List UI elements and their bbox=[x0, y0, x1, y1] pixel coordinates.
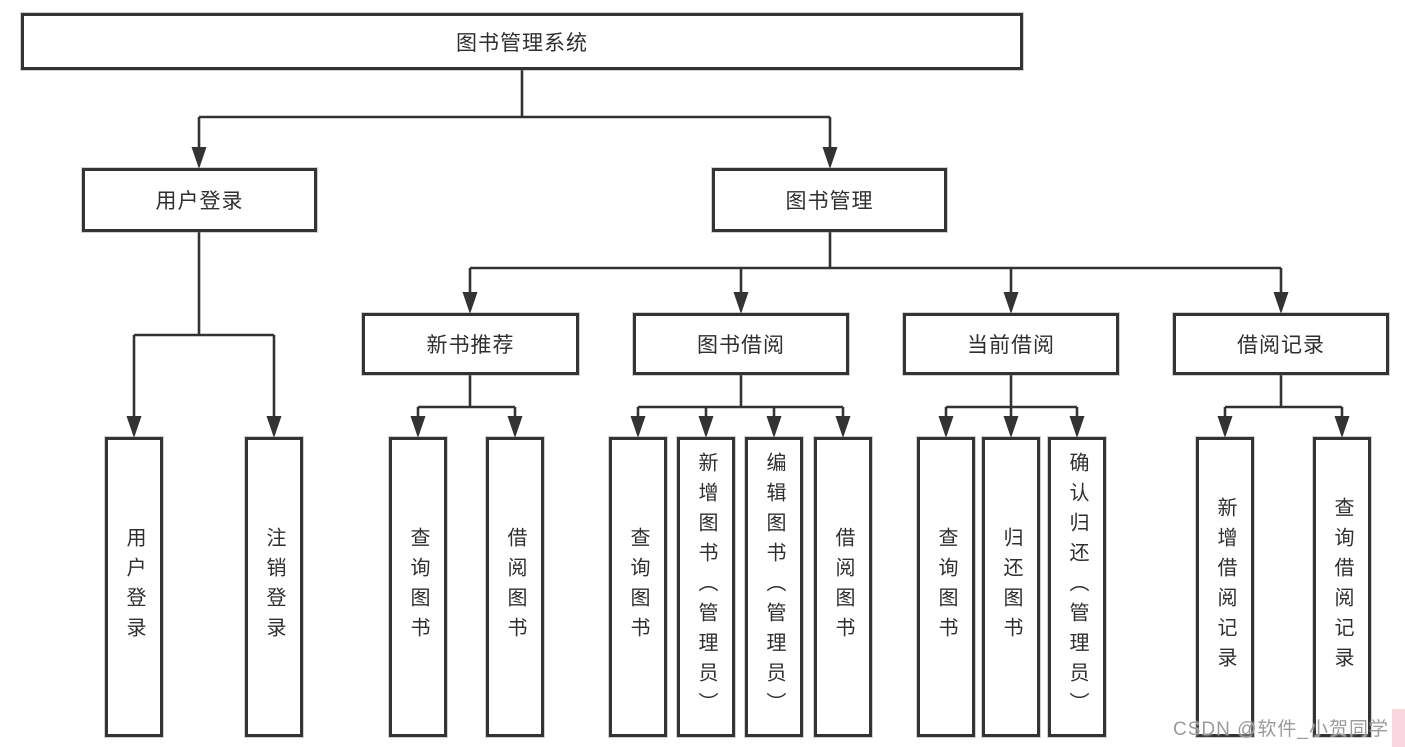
leaf-return-books: 归还图书 bbox=[982, 437, 1040, 737]
leaf-query-books-2: 查询图书 bbox=[609, 437, 667, 737]
leaf-logout: 注销登录 bbox=[245, 437, 303, 737]
node-label: 查询图书 bbox=[407, 527, 429, 647]
node-label: 图书借阅 bbox=[697, 334, 785, 357]
leaf-query-books-3: 查询图书 bbox=[917, 437, 975, 737]
node-label: 借阅图书 bbox=[504, 527, 526, 647]
node-book-borrow: 图书借阅 bbox=[633, 313, 849, 375]
leaf-borrow-books-2: 借阅图书 bbox=[814, 437, 872, 737]
leaf-add-books-admin: 新增图书（管理员） bbox=[677, 437, 735, 737]
node-label: 新增借阅记录 bbox=[1214, 497, 1236, 677]
node-label: 当前借阅 bbox=[967, 334, 1055, 357]
leaf-add-borrow-record: 新增借阅记录 bbox=[1196, 437, 1254, 737]
leaf-user-login: 用户登录 bbox=[105, 437, 163, 737]
node-label: 归还图书 bbox=[1000, 527, 1022, 647]
leaf-query-borrow-record: 查询借阅记录 bbox=[1313, 437, 1371, 737]
leaf-confirm-return-admin: 确认归还（管理员） bbox=[1048, 437, 1106, 737]
csdn-watermark: CSDN @软件_小贺同学 bbox=[1173, 719, 1389, 740]
leaf-query-books-1: 查询图书 bbox=[389, 437, 447, 737]
node-label: 用户登录 bbox=[155, 190, 244, 213]
node-label: 用户登录 bbox=[123, 527, 145, 647]
node-label: 查询图书 bbox=[935, 527, 957, 647]
node-borrow-records: 借阅记录 bbox=[1173, 313, 1389, 375]
node-label: 借阅图书 bbox=[832, 527, 854, 647]
node-label: 确认归还（管理员） bbox=[1066, 452, 1088, 722]
node-current-borrow: 当前借阅 bbox=[903, 313, 1119, 375]
node-book-management: 图书管理 bbox=[712, 168, 947, 232]
node-label: 新书推荐 bbox=[426, 334, 515, 357]
node-label: 新增图书（管理员） bbox=[695, 452, 717, 722]
node-new-book-recommend: 新书推荐 bbox=[362, 313, 579, 375]
leaf-edit-books-admin: 编辑图书（管理员） bbox=[745, 437, 803, 737]
node-label: 图书管理 bbox=[785, 190, 874, 213]
node-label: 查询图书 bbox=[627, 527, 649, 647]
node-label: 编辑图书（管理员） bbox=[763, 452, 785, 722]
node-label: 图书管理系统 bbox=[456, 31, 588, 55]
leaf-borrow-books-1: 借阅图书 bbox=[486, 437, 544, 737]
node-user-login: 用户登录 bbox=[82, 168, 317, 232]
node-label: 注销登录 bbox=[263, 527, 285, 647]
corner-accent bbox=[1392, 709, 1405, 747]
node-library-management-system: 图书管理系统 bbox=[21, 13, 1023, 70]
node-label: 查询借阅记录 bbox=[1331, 497, 1353, 677]
node-label: 借阅记录 bbox=[1237, 334, 1325, 357]
